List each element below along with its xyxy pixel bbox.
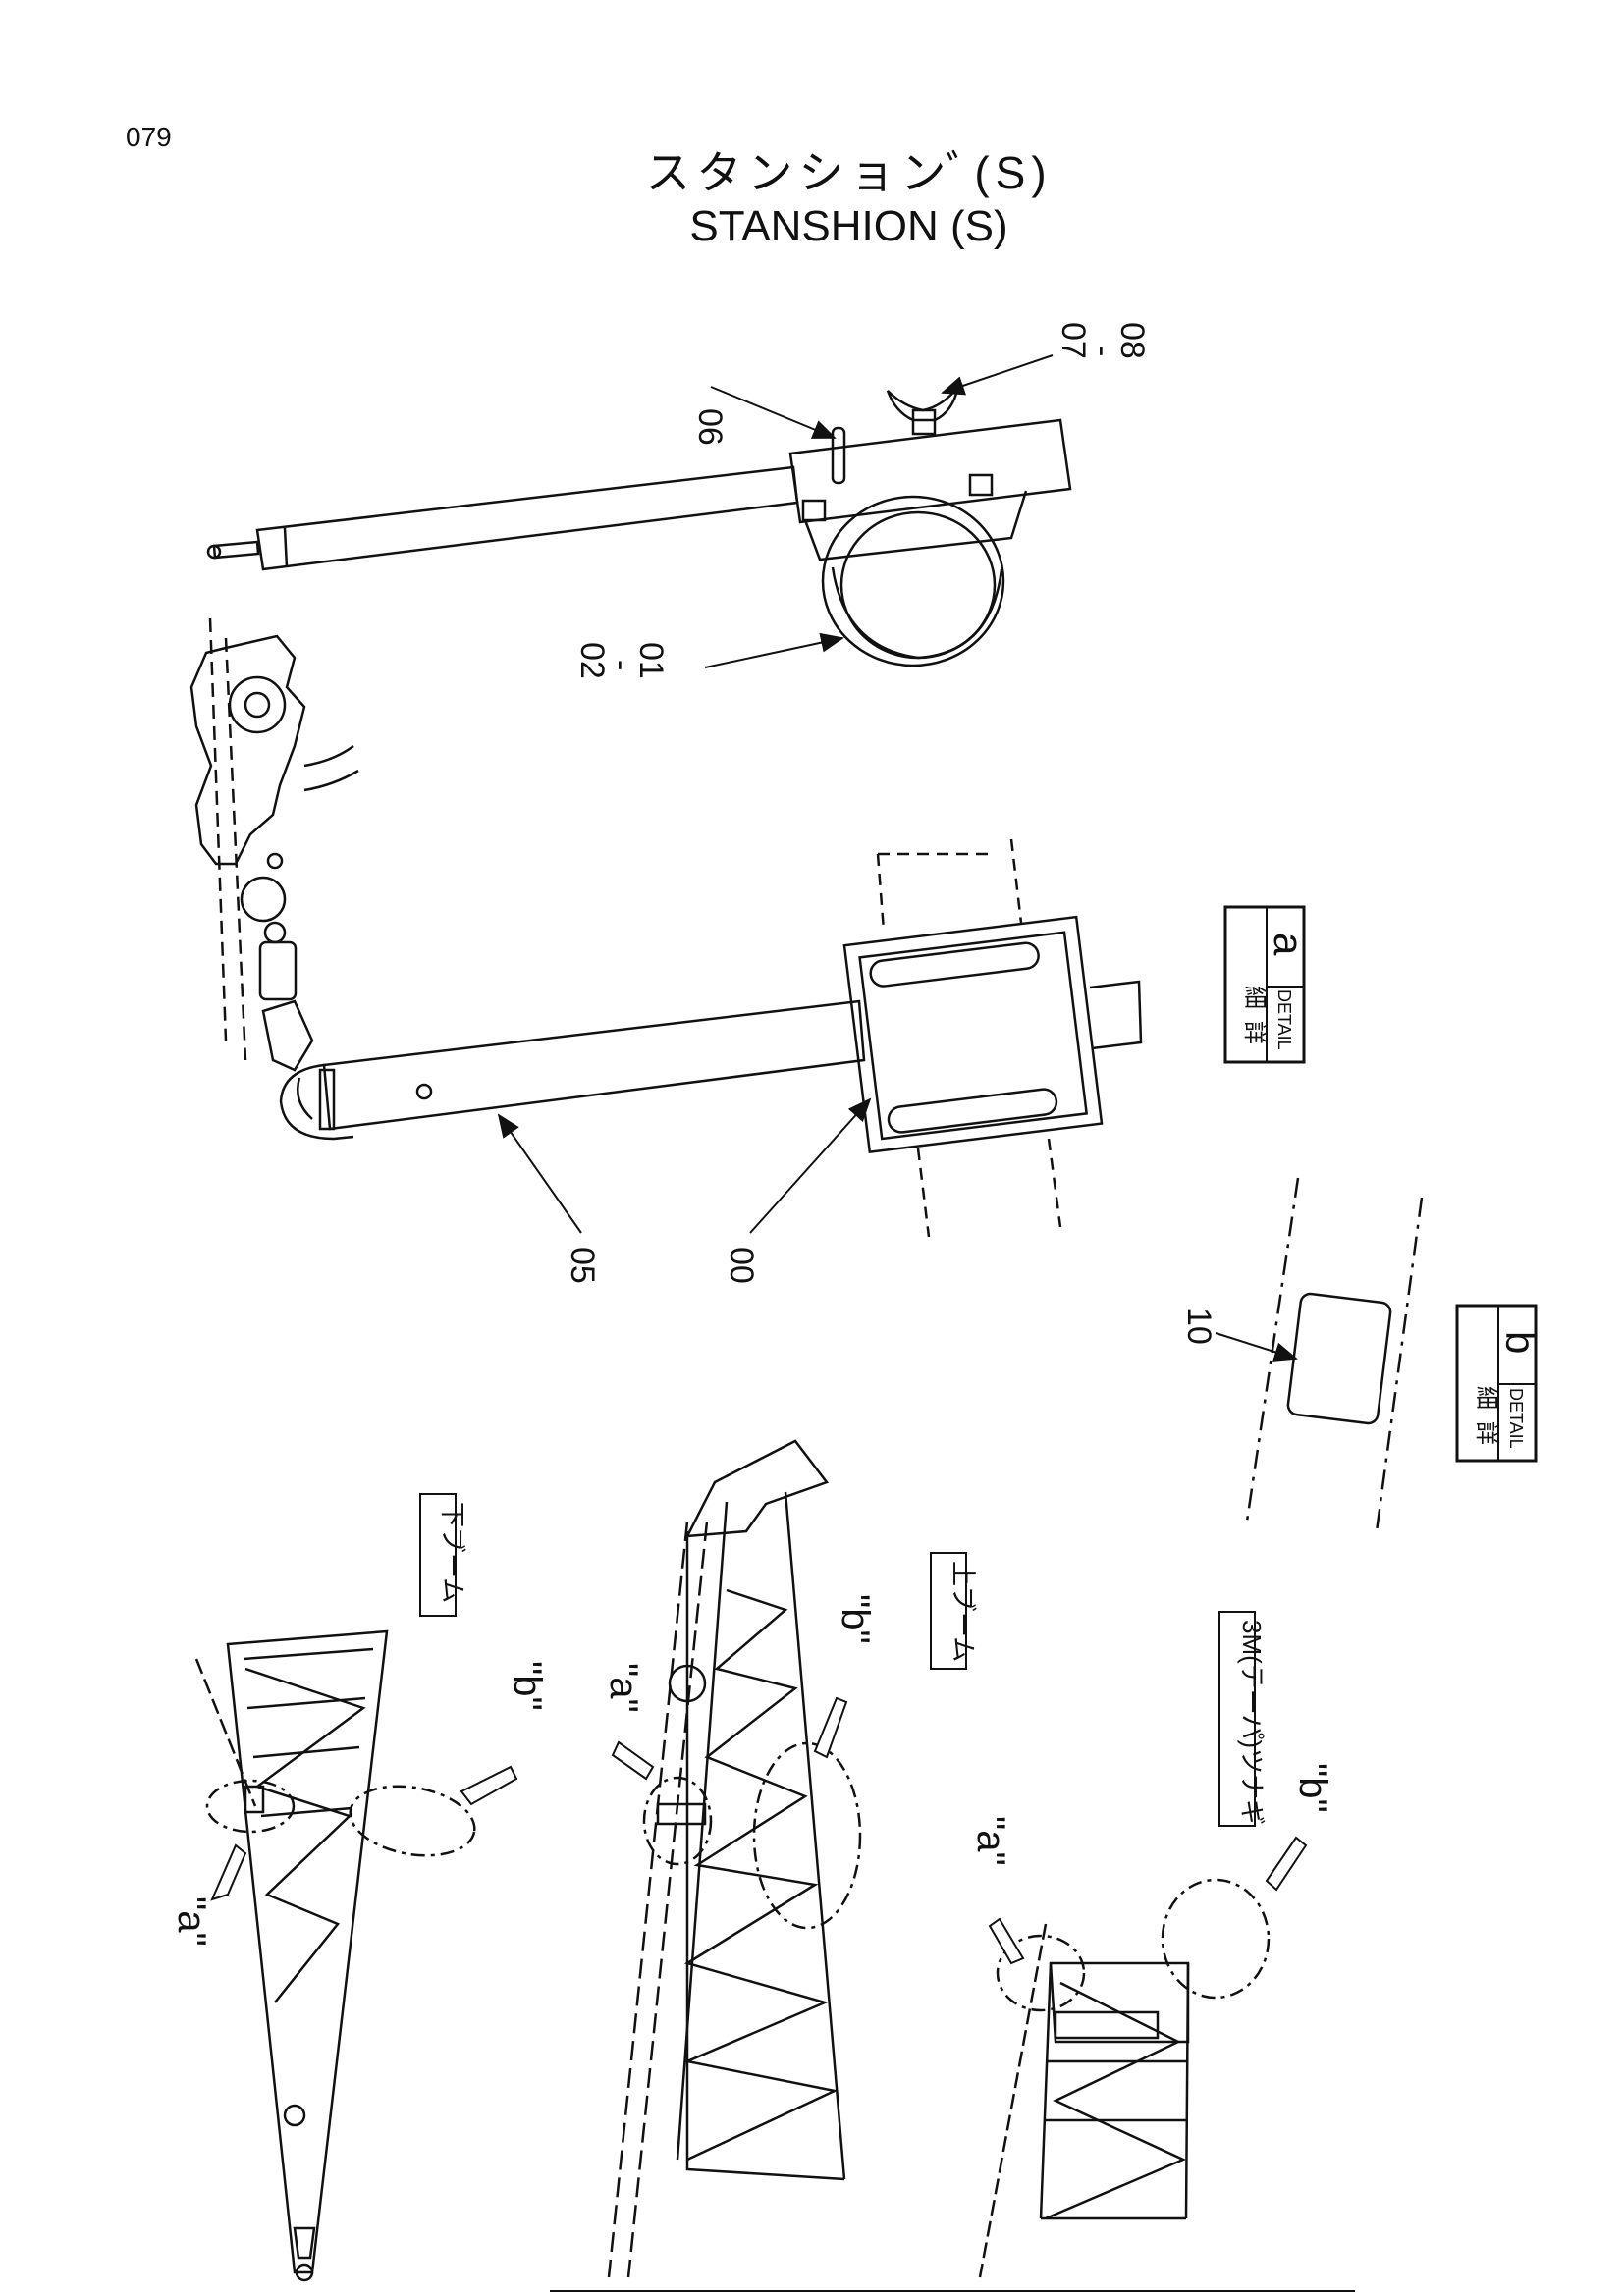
lower-boom-text: 下ブーム — [438, 1502, 467, 1603]
detail-a-label-text: DETAIL — [1274, 989, 1294, 1050]
taper-insert-marker-a: "a" — [969, 1816, 1012, 1866]
detail-a-kanji-2: 細 — [1241, 986, 1268, 1009]
callout-02: 02 — [573, 642, 611, 679]
callout-07: 07 — [1055, 322, 1092, 359]
page-title-english: STANSHION (S) — [689, 202, 1008, 250]
lower-boom-marker-b: "b" — [506, 1661, 549, 1711]
taper-insert-marker-b: "b" — [1291, 1763, 1334, 1813]
callout-06: 06 — [691, 408, 729, 446]
detail-b-kanji-1: 詳 — [1473, 1421, 1499, 1445]
callout-leaders — [497, 354, 1298, 1362]
detail-a-kanji-1: 詳 — [1241, 1021, 1268, 1044]
upper-boom-marker-b: "b" — [834, 1594, 877, 1644]
stanchion-clamp-assembly — [206, 386, 1072, 667]
callout-01: 01 — [632, 642, 670, 679]
taper-insert-text: 3M(テーパ)ツナギ — [1237, 1620, 1267, 1825]
upper-boom-section-label: 上ブーム — [930, 1552, 978, 1670]
callout-08: 08 — [1113, 322, 1151, 359]
callout-05: 05 — [564, 1247, 601, 1284]
lower-boom-section-label: 下ブーム — [419, 1493, 467, 1617]
detail-a-letter: a — [1266, 933, 1312, 956]
detail-b-label — [1455, 1304, 1538, 1463]
detail-b-letter: b — [1497, 1331, 1543, 1354]
callout-00: 00 — [723, 1247, 760, 1284]
detail-b-kanji-2: 細 — [1473, 1386, 1499, 1410]
taper-insert-view — [978, 1878, 1271, 2278]
page-title-japanese: スタンションﾞ(S) — [645, 147, 1053, 198]
upper-boom-pointers — [611, 1696, 848, 1781]
upper-boom-text: 上ブーム — [948, 1561, 978, 1662]
callout-07-dash: - — [1084, 346, 1121, 356]
detail-b-label-text: DETAIL — [1506, 1388, 1526, 1449]
taper-insert-pointers — [988, 1836, 1308, 1965]
callout-02-dash: - — [603, 660, 640, 670]
lower-boom-marker-a: "a" — [170, 1896, 213, 1947]
taper-insert-section-label: 3M(テーパ)ツナギ — [1218, 1611, 1267, 1827]
stanchion-arm-assembly — [189, 617, 1143, 1238]
detail-b-plate — [1245, 1177, 1424, 1532]
upper-boom-view — [607, 1439, 862, 2278]
callout-numbers: 06 07 - 08 02 - 01 05 00 10 — [564, 322, 1218, 1345]
detail-a-label — [1223, 905, 1306, 1064]
lower-boom-view — [194, 1629, 476, 2282]
page-number: 079 — [126, 122, 172, 152]
upper-boom-marker-a: "a" — [602, 1663, 645, 1713]
callout-10: 10 — [1180, 1308, 1218, 1345]
lower-boom-pointers — [210, 1765, 518, 1901]
